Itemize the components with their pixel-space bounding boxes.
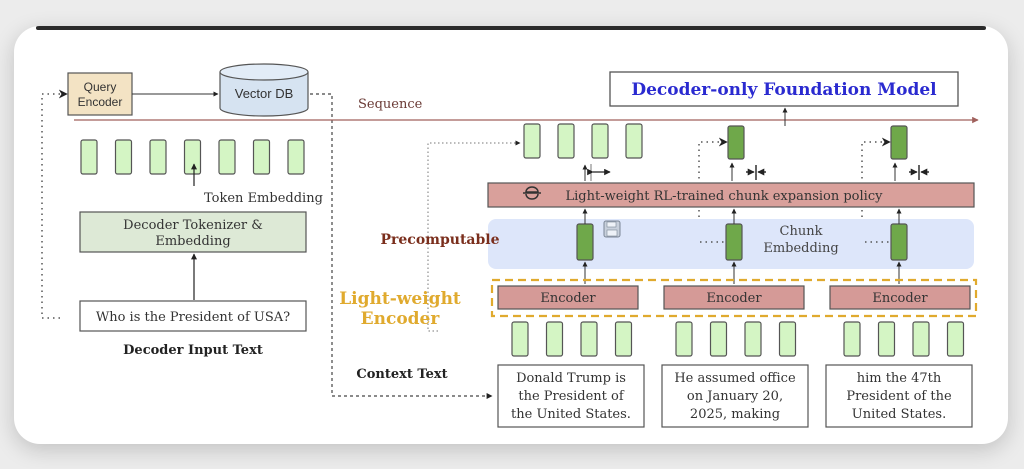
- context-chunk-line: United States.: [852, 407, 946, 422]
- decoder-input-box: Who is the President of USA?: [79, 300, 307, 332]
- decoder-token-row: [80, 139, 305, 175]
- context-token: [946, 321, 965, 357]
- decoder-tokenizer-label-1: Decoder Tokenizer &: [123, 218, 263, 233]
- decoder-input-caption: Decoder Input Text: [123, 343, 263, 358]
- token-embedding-label: Token Embedding: [204, 191, 323, 206]
- expand-indicator-1: [582, 164, 611, 181]
- context-token: [877, 321, 896, 357]
- decoder-token: [252, 139, 271, 175]
- context-chunk-line: He assumed office: [674, 371, 796, 386]
- decoder-input-text: Who is the President of USA?: [96, 310, 290, 325]
- decoder-tokenizer-label-2: Embedding: [155, 234, 230, 249]
- sequence-token: [523, 123, 541, 159]
- decoder-token: [218, 139, 236, 175]
- context-chunk-line: Donald Trump is: [516, 371, 626, 386]
- foundation-model-label: Decoder-only Foundation Model: [631, 80, 937, 100]
- precomputable-label: Precomputable: [380, 232, 499, 248]
- chunk-embedding-token: [890, 223, 908, 261]
- encoder-box: Encoder: [663, 285, 805, 310]
- encoder-label: Encoder: [706, 291, 762, 306]
- input-to-query-dotted-arrow: [41, 89, 68, 319]
- policy-bar: Light-weight RL-trained chunk expansion …: [487, 182, 975, 208]
- encoder-label: Encoder: [872, 291, 928, 306]
- lightweight-encoder-label-1: Light-weight: [339, 289, 461, 309]
- vector-db-cylinder: Vector DB: [219, 63, 309, 117]
- encoder-box: Encoder: [497, 285, 639, 310]
- encoder-to-sequence-dotted-arrow: [427, 140, 521, 332]
- lightweight-encoder-frame: [490, 278, 978, 318]
- context-token: [912, 321, 930, 357]
- chunk-embedding-label-1: Chunk: [780, 224, 823, 239]
- context-token: [709, 321, 728, 357]
- chunk-embedding-token: [576, 223, 594, 261]
- context-token: [675, 321, 693, 357]
- decoder-token: [114, 139, 133, 175]
- decoder-token: [80, 139, 98, 175]
- context-token: [545, 321, 564, 357]
- decoder-token: [287, 139, 305, 175]
- context-token: [778, 321, 797, 357]
- vector-db-label: Vector DB: [235, 86, 294, 101]
- encoder-box: Encoder: [829, 285, 971, 310]
- chunk-embedding-token: [725, 223, 743, 261]
- policy-bar-label: Light-weight RL-trained chunk expansion …: [566, 189, 884, 204]
- robot-icon: [523, 186, 541, 200]
- context-chunk-boxes: Donald Trump is the President of the Unite…: [497, 364, 973, 428]
- context-text-label: Context Text: [356, 367, 447, 382]
- save-disk-icon: [603, 220, 621, 238]
- sequence-token: [591, 123, 609, 159]
- sequence-label: Sequence: [358, 97, 423, 112]
- diagram-card: Query Encoder Vector DB Sequence Decoder…: [14, 26, 1008, 444]
- decoder-token: [183, 139, 202, 175]
- context-token: [580, 321, 598, 357]
- context-chunk-line: the United States.: [511, 407, 631, 422]
- query-encoder-box: Query Encoder: [67, 72, 133, 116]
- db-to-context-dashed-arrow: [310, 93, 493, 399]
- compressed-chunk-token: [890, 125, 908, 160]
- compressed-chunk-token: [727, 125, 745, 160]
- encoder-label: Encoder: [540, 291, 596, 306]
- context-chunk-box: Donald Trump is the President of the Unite…: [497, 364, 645, 428]
- output-token-row: [523, 123, 643, 159]
- query-encoder-label-2: Encoder: [78, 95, 123, 109]
- context-token: [744, 321, 762, 357]
- sequence-token: [557, 123, 575, 159]
- context-token-row: [511, 321, 965, 357]
- query-encoder-label-1: Query: [84, 80, 117, 94]
- lightweight-encoder-label-2: Encoder: [361, 309, 441, 329]
- context-chunk-line: on January 20,: [687, 389, 783, 404]
- decoder-token: [149, 139, 167, 175]
- context-chunk-line: him the 47th: [857, 371, 942, 386]
- encoder-row: Encoder Encoder Encoder: [497, 285, 971, 310]
- chunk-embedding-tokens: [576, 208, 908, 284]
- context-chunk-line: 2025, making: [690, 407, 780, 422]
- context-chunk-line: the President of: [518, 389, 624, 404]
- context-token: [614, 321, 633, 357]
- foundation-model-box: Decoder-only Foundation Model: [609, 71, 959, 107]
- decoder-tokenizer-box: Decoder Tokenizer & Embedding: [79, 211, 307, 253]
- architecture-diagram: Query Encoder Vector DB Sequence Decoder…: [41, 63, 979, 428]
- chunk-embedding-label-2: Embedding: [763, 241, 838, 256]
- sequence-token: [625, 123, 643, 159]
- context-token: [843, 321, 861, 357]
- context-chunk-box: He assumed office on January 20, 2025, mak…: [661, 364, 809, 428]
- card-top-border: [36, 26, 986, 30]
- context-chunk-line: President of the: [846, 389, 952, 404]
- context-token: [511, 321, 529, 357]
